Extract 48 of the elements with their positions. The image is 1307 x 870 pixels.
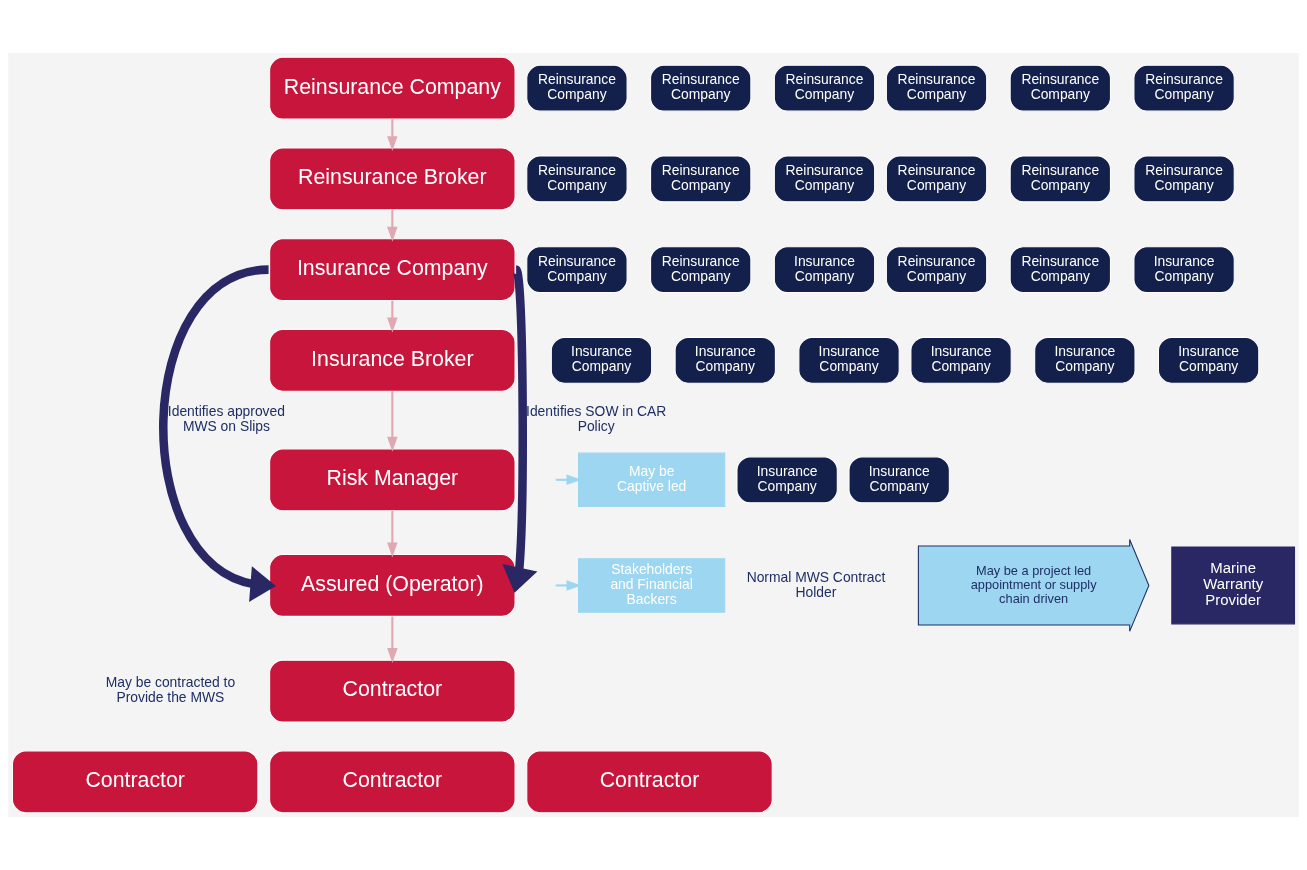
node-box: Insurance Company — [773, 246, 876, 294]
node-box: Insurance Broker — [269, 328, 516, 392]
node-box: Reinsurance Company — [885, 246, 988, 294]
arrow — [387, 510, 398, 558]
node-box: Reinsurance Company — [1009, 155, 1111, 203]
node-box: Reinsurance Company — [773, 155, 876, 203]
node-box: Reinsurance Company — [526, 246, 628, 294]
node-box: Stakeholders and Financial Backers — [578, 558, 726, 613]
node-box: Reinsurance Company — [650, 64, 752, 112]
node-box: Reinsurance Company — [1133, 155, 1235, 203]
node-box: Reinsurance Company — [773, 64, 876, 112]
node-box: Reinsurance Company — [885, 64, 988, 112]
arrow — [502, 268, 538, 593]
node-box: Assured (Operator) — [269, 553, 516, 617]
node-box: Insurance Company — [910, 336, 1012, 384]
arrow — [387, 391, 398, 452]
node-box: Reinsurance Company — [526, 155, 628, 203]
arrow — [387, 616, 398, 663]
node-box: Marine Warranty Provider — [1171, 546, 1296, 625]
edge-label: Identifies approved MWS on Slips — [167, 403, 285, 435]
node-box: Reinsurance Company — [1009, 64, 1111, 112]
node-box: Contractor — [269, 750, 516, 814]
node-box: Reinsurance Company — [885, 155, 988, 203]
node-box: Insurance Company — [1157, 336, 1260, 384]
node-box: Insurance Company — [1034, 336, 1136, 384]
node-box: Reinsurance Company — [269, 56, 516, 120]
node-box: May be Captive led — [578, 452, 726, 508]
node-box: Reinsurance Company — [650, 246, 752, 294]
node-box: Insurance Company — [1133, 246, 1235, 294]
node-box: Reinsurance Company — [1009, 246, 1111, 294]
node-box: Contractor — [269, 659, 516, 723]
node-box: Insurance Company — [674, 336, 776, 384]
node-box: Risk Manager — [269, 448, 516, 512]
label: May be contracted to Provide the MWS — [105, 674, 236, 706]
arrow — [159, 265, 276, 602]
node-box: Reinsurance Company — [650, 155, 752, 203]
node-box: Reinsurance Company — [526, 64, 628, 112]
node-box: Insurance Company — [848, 456, 950, 504]
node-box: Insurance Company — [550, 336, 653, 384]
node-box: Contractor — [11, 750, 259, 814]
edge-label: Identifies SOW in CAR Policy — [526, 403, 667, 435]
node-box: Insurance Company — [736, 456, 838, 504]
node-box: Insurance Company — [269, 238, 516, 302]
node-box: Insurance Company — [798, 336, 900, 384]
label: Normal MWS Contract Holder — [746, 568, 886, 600]
node-box: Contractor — [526, 750, 773, 814]
node-box: Reinsurance Broker — [269, 147, 516, 211]
node-box: Reinsurance Company — [1133, 64, 1235, 112]
